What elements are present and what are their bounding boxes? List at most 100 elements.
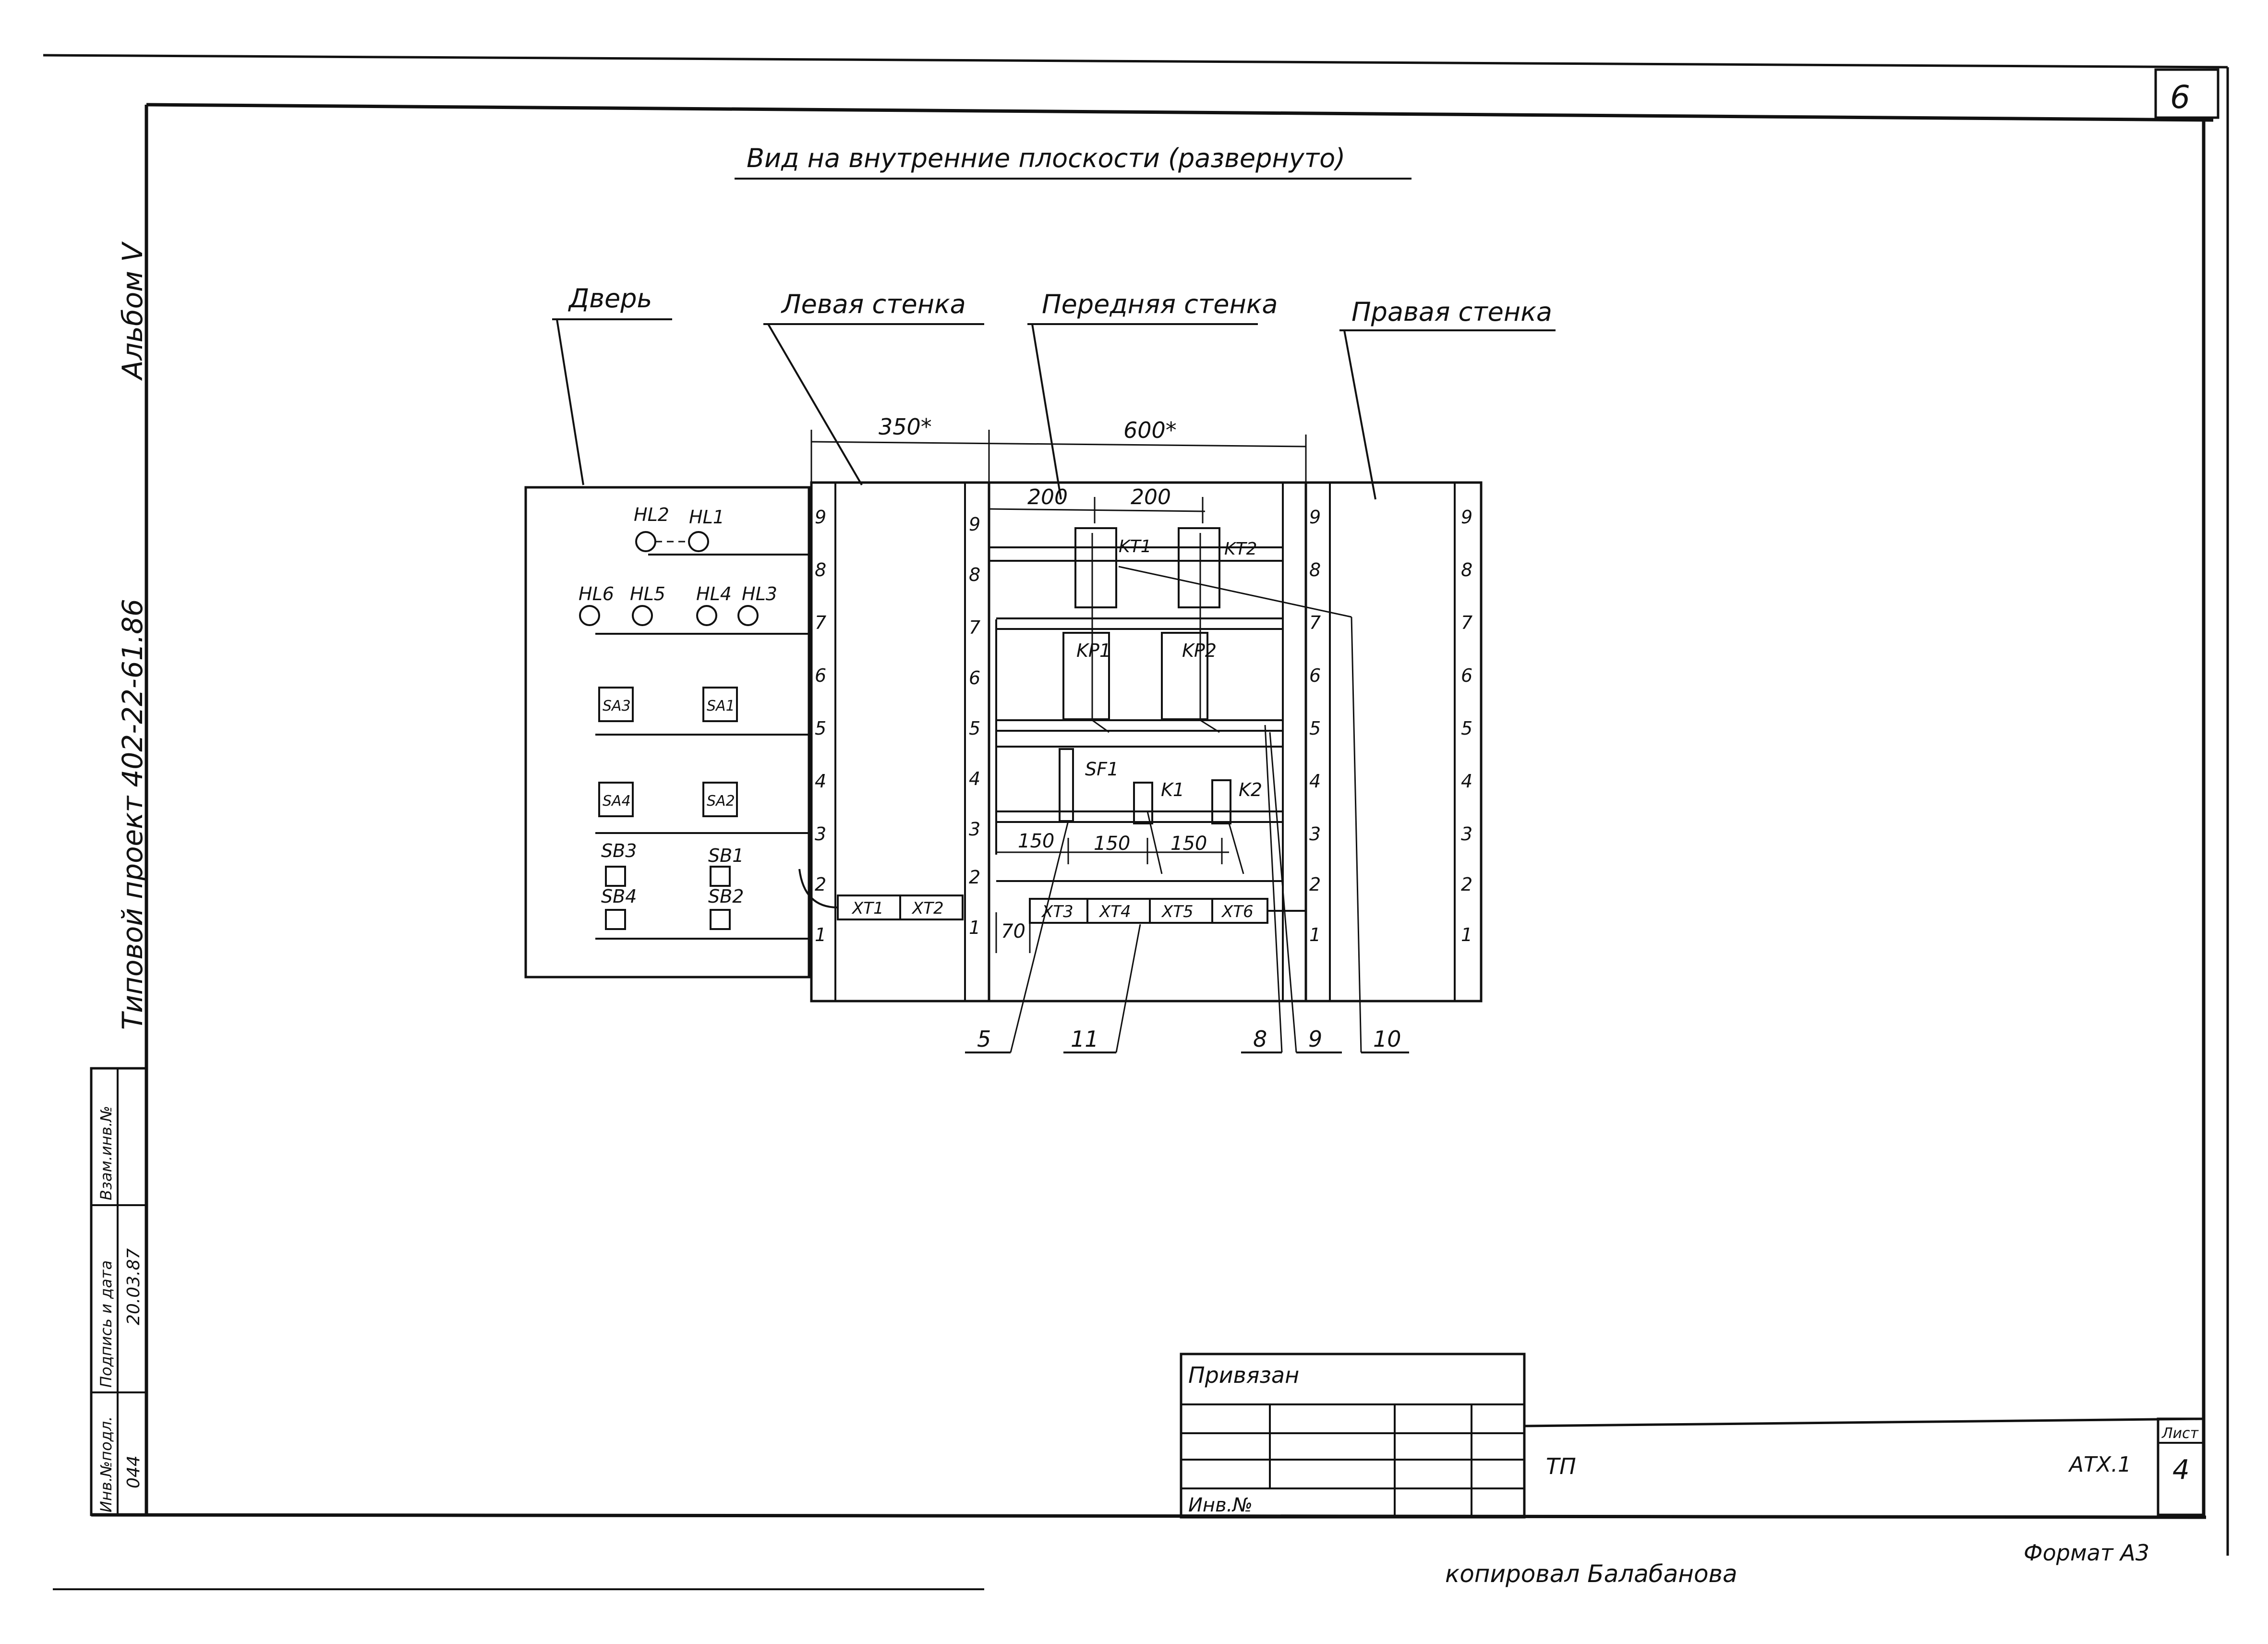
lamp-hl1: [688, 531, 709, 552]
copied-by: копировал Балабанова: [1445, 1560, 1737, 1588]
side-project-label: Типовой проект 402-22-61.86: [116, 599, 149, 1030]
svg-text:7: 7: [815, 612, 826, 633]
label-left-wall: Левая стенка: [781, 289, 966, 319]
inv-value: 044: [124, 1455, 144, 1488]
label-sb1: SB1: [708, 845, 744, 866]
svg-text:1: 1: [815, 924, 826, 945]
callout-8: 8: [1253, 1026, 1267, 1052]
inv-date: 20.03.87: [124, 1248, 144, 1325]
svg-text:9: 9: [815, 507, 826, 528]
svg-text:7: 7: [1309, 612, 1321, 633]
inv-header-replaced: Взам.инв.№: [97, 1106, 115, 1200]
svg-text:4: 4: [1461, 771, 1472, 792]
svg-text:8: 8: [969, 564, 980, 585]
lamp-hl2: [635, 531, 656, 552]
svg-text:2: 2: [815, 874, 826, 895]
sheet-format: Формат А3: [2024, 1540, 2149, 1566]
inv-header-original: Инв.№подл.: [97, 1416, 115, 1512]
dim-low-b: 150: [1094, 833, 1130, 855]
top-dimensions: 350* 600* 200 200: [810, 414, 1307, 523]
right-wall-scale-right: 9 8 7 6 5 4 3 2 1: [1461, 507, 1472, 945]
switch-sa3: SA3: [603, 698, 631, 714]
callout-11: 11: [1071, 1026, 1099, 1052]
right-wall: 9 8 7 6 5 4 3 2 1 9 8 7 6 5 4 3 2 1: [1304, 481, 1483, 1003]
svg-text:3: 3: [815, 823, 826, 845]
label-sb4: SB4: [601, 886, 637, 907]
terminal-xt1: XT1: [851, 899, 884, 918]
svg-text:3: 3: [969, 819, 980, 840]
svg-text:4: 4: [969, 768, 980, 789]
callouts: 5 11 8 9 10: [965, 566, 1409, 1053]
svg-text:6: 6: [969, 667, 980, 689]
dim-low-c: 150: [1170, 833, 1207, 855]
terminal-xt4: XT4: [1098, 902, 1131, 921]
label-door: Дверь: [568, 283, 652, 314]
dim-top-a: 200: [1027, 485, 1068, 509]
label-hl1: HL1: [689, 507, 724, 528]
left-wall-scale-right: 9 8 7 6 5 4 3 2 1: [969, 514, 980, 938]
label-sb2: SB2: [708, 886, 744, 907]
svg-text:8: 8: [1309, 559, 1321, 580]
svg-text:1: 1: [1461, 924, 1472, 945]
callout-5: 5: [977, 1026, 991, 1052]
svg-text:1: 1: [1309, 924, 1321, 945]
terminal-xt2: XT2: [911, 899, 944, 918]
side-album-label: Альбом V: [116, 241, 149, 381]
inv-header-signature: Подпись и дата: [97, 1260, 115, 1388]
svg-text:9: 9: [1309, 507, 1321, 528]
callout-9: 9: [1308, 1026, 1322, 1052]
svg-text:9: 9: [1461, 507, 1472, 528]
svg-text:6: 6: [1461, 665, 1472, 686]
svg-text:5: 5: [969, 718, 980, 739]
stamp-sheet-code: АТХ.1: [2068, 1452, 2131, 1477]
dim-low-a: 150: [1018, 830, 1054, 852]
svg-text:5: 5: [815, 718, 826, 739]
label-hl2: HL2: [634, 504, 669, 525]
right-wall-scale-left: 9 8 7 6 5 4 3 2 1: [1309, 507, 1321, 945]
svg-text:2: 2: [969, 867, 980, 888]
door-panel: HL2 HL1 HL6 HL5 HL4 HL3 SA3 SA1 SA4 SA2 …: [524, 486, 810, 979]
callout-10: 10: [1373, 1026, 1401, 1052]
terminal-xt6: XT6: [1221, 902, 1254, 921]
stamp-inv-no: Инв.№: [1188, 1494, 1253, 1516]
svg-text:8: 8: [815, 559, 826, 580]
terminal-xt5: XT5: [1161, 902, 1194, 921]
svg-text:7: 7: [969, 617, 980, 638]
label-hl6: HL6: [579, 583, 614, 604]
device-kt1: KT1: [1119, 537, 1152, 556]
inventory-block: Инв.№подл. Подпись и дата Взам.инв.№ 044…: [90, 1067, 148, 1516]
corner-number: 6: [2170, 79, 2190, 116]
device-kt2: KT2: [1224, 539, 1257, 559]
device-sf1: SF1: [1085, 759, 1119, 780]
svg-text:2: 2: [1309, 874, 1321, 895]
lamp-hl4: [696, 605, 717, 626]
svg-text:5: 5: [1309, 718, 1321, 739]
stamp-sheet-label: Лист: [2161, 1425, 2199, 1442]
svg-text:7: 7: [1461, 612, 1472, 633]
dim-offset: 70: [1001, 920, 1025, 943]
label-right-wall: Правая стенка: [1351, 297, 1552, 327]
stamp-sheet-number: 4: [2172, 1454, 2190, 1486]
label-front-wall: Передняя стенка: [1042, 289, 1278, 319]
switch-sa4: SA4: [603, 793, 631, 810]
lamp-hl5: [632, 605, 653, 626]
dim-left-width: 350*: [879, 414, 932, 440]
svg-text:1: 1: [969, 917, 980, 938]
switch-sa1: SA1: [707, 698, 735, 714]
svg-text:4: 4: [1309, 771, 1321, 792]
svg-text:4: 4: [815, 771, 826, 792]
device-k1: K1: [1161, 779, 1184, 800]
label-hl4: HL4: [696, 583, 732, 604]
svg-text:3: 3: [1461, 823, 1472, 845]
label-hl3: HL3: [742, 583, 777, 604]
lamp-hl6: [579, 605, 600, 626]
title-stamp: Привязан Инв.№ ТП АТХ.1 Лист 4: [1180, 1353, 2205, 1519]
svg-text:9: 9: [969, 514, 980, 535]
svg-text:8: 8: [1461, 559, 1472, 580]
stamp-code: ТП: [1546, 1453, 1576, 1479]
svg-text:5: 5: [1461, 718, 1472, 739]
front-wall: KT1 KT2 KP1 KP2 SF1 K1 K2 150 150 150 70…: [988, 481, 1307, 1003]
switch-sa2: SA2: [707, 793, 735, 810]
drawing-title: Вид на внутренние плоскости (развернуто): [747, 143, 1345, 173]
svg-text:3: 3: [1309, 823, 1321, 845]
